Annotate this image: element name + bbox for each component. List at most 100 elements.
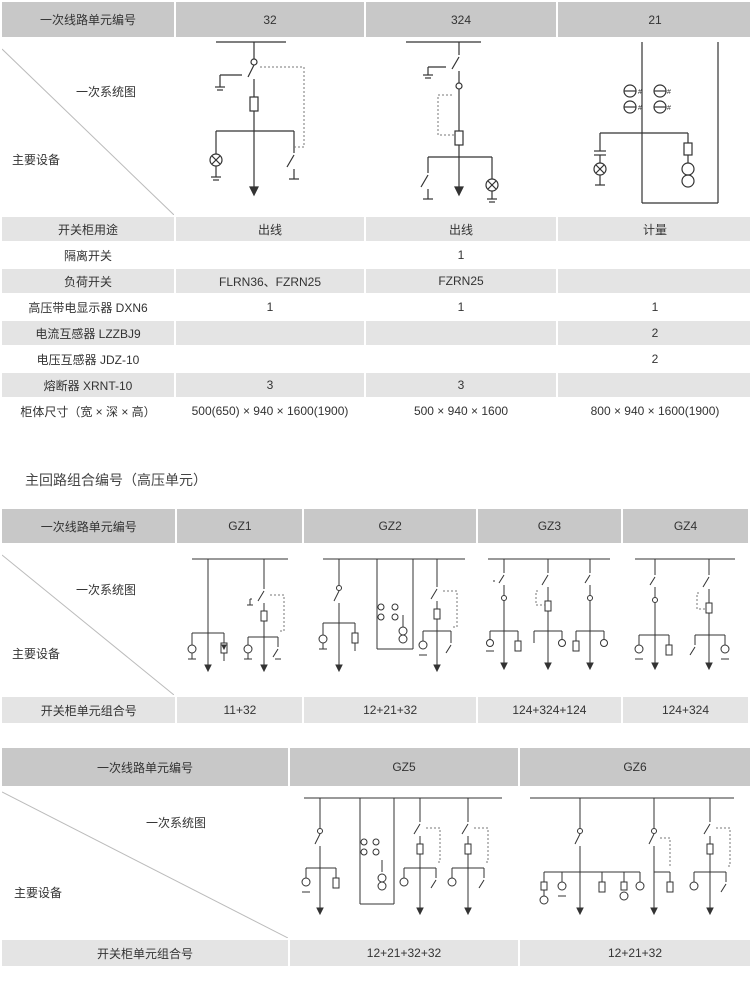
spec-value: 1 bbox=[558, 295, 750, 319]
table-combos-1: 一次线路单元编号 GZ1 GZ2 GZ3 GZ4 一次系统图 主要设备 bbox=[0, 507, 750, 725]
spec-label: 隔离开关 bbox=[2, 243, 174, 267]
diagonal-divider bbox=[2, 791, 288, 938]
equipment-label: 主要设备 bbox=[12, 153, 61, 167]
combo-value: 12+21+32 bbox=[520, 940, 750, 966]
diagram-equipment-label-cell: 一次系统图 主要设备 bbox=[2, 545, 176, 695]
combo-label: 开关柜单元组合号 bbox=[2, 940, 288, 966]
diagram-label: 一次系统图 bbox=[76, 583, 137, 597]
spec-label: 高压带电显示器 DXN6 bbox=[2, 295, 174, 319]
schematic-gz5 bbox=[290, 788, 518, 938]
schematic-32 bbox=[176, 39, 364, 215]
spec-value bbox=[366, 347, 556, 371]
spec-value: 500 × 940 × 1600 bbox=[366, 399, 556, 423]
schematic-diagram bbox=[209, 41, 305, 197]
combo-value: 124+324 bbox=[622, 697, 748, 723]
combo-value: 12+21+32 bbox=[304, 697, 476, 723]
unit-number: 32 bbox=[176, 2, 364, 37]
schematic-diagram bbox=[318, 558, 466, 673]
combos-table-1: 一次线路单元编号 GZ1 GZ2 GZ3 GZ4 一次系统图 主要设备 bbox=[0, 507, 750, 725]
spec-row: 电压互感器 JDZ-10 2 bbox=[2, 347, 750, 371]
svg-text:#: # bbox=[638, 105, 642, 112]
schematic-diagram bbox=[486, 558, 611, 671]
spec-row: 柜体尺寸（宽 × 深 × 高）500(650) × 940 × 1600(190… bbox=[2, 399, 750, 423]
diagonal-divider bbox=[2, 48, 174, 215]
spec-value bbox=[558, 373, 750, 397]
schematic-diagram bbox=[530, 797, 734, 916]
table-units-1: 一次线路单元编号 32 324 21 一次系统图 主要设备 bbox=[0, 0, 750, 425]
section-title: 主回路组合编号（高压单元） bbox=[25, 472, 207, 488]
combo-value: 12+21+32+32 bbox=[290, 940, 518, 966]
unit-number: GZ5 bbox=[290, 748, 518, 786]
diagram-equipment-label-cell: 一次系统图 主要设备 bbox=[2, 788, 288, 938]
spec-value: 1 bbox=[366, 295, 556, 319]
unit-number: GZ4 bbox=[622, 509, 748, 543]
spec-value: FZRN25 bbox=[366, 269, 556, 293]
spec-value bbox=[558, 269, 750, 293]
spec-label: 开关柜用途 bbox=[2, 217, 174, 241]
schematic-diagram bbox=[634, 558, 736, 671]
schematic-diagram: # # # # bbox=[593, 42, 719, 204]
header-label: 一次线路单元编号 bbox=[2, 748, 288, 786]
spec-label: 熔断器 XRNT-10 bbox=[2, 373, 174, 397]
spec-value: 3 bbox=[366, 373, 556, 397]
spec-row: 隔离开关 1 bbox=[2, 243, 750, 267]
combo-label: 开关柜单元组合号 bbox=[2, 697, 176, 723]
schematic-324 bbox=[366, 39, 556, 215]
combo-value: 11+32 bbox=[177, 697, 303, 723]
schematic-gz1 bbox=[177, 545, 303, 695]
unit-number: 21 bbox=[558, 2, 750, 37]
spec-value: 1 bbox=[176, 295, 364, 319]
spec-row: 电流互感器 LZZBJ9 2 bbox=[2, 321, 750, 345]
schematic-gz6 bbox=[520, 788, 750, 938]
svg-text:#: # bbox=[667, 89, 671, 96]
spec-value: 出线 bbox=[366, 217, 556, 241]
diagonal-divider bbox=[2, 554, 174, 695]
schematic-diagram bbox=[301, 797, 502, 916]
spec-value: 800 × 940 × 1600(1900) bbox=[558, 399, 750, 423]
schematic-gz3 bbox=[477, 545, 621, 695]
combo-value: 124+324+124 bbox=[477, 697, 621, 723]
header-label: 一次线路单元编号 bbox=[2, 509, 176, 543]
spec-label: 负荷开关 bbox=[2, 269, 174, 293]
spec-value: FLRN36、FZRN25 bbox=[176, 269, 364, 293]
spec-value: 1 bbox=[366, 243, 556, 267]
spec-value: 2 bbox=[558, 321, 750, 345]
spec-value bbox=[176, 347, 364, 371]
spec-label: 电流互感器 LZZBJ9 bbox=[2, 321, 174, 345]
diagram-label: 一次系统图 bbox=[76, 85, 137, 99]
schematic-gz4 bbox=[622, 545, 748, 695]
equipment-label: 主要设备 bbox=[14, 886, 63, 900]
svg-text:#: # bbox=[667, 105, 671, 112]
unit-number: GZ3 bbox=[477, 509, 621, 543]
unit-number: GZ6 bbox=[520, 748, 750, 786]
svg-text:#: # bbox=[638, 89, 642, 96]
spec-value: 3 bbox=[176, 373, 364, 397]
spec-value bbox=[558, 243, 750, 267]
schematic-diagram bbox=[406, 41, 499, 203]
equipment-label: 主要设备 bbox=[12, 647, 61, 661]
spec-row: 开关柜用途出线出线计量 bbox=[2, 217, 750, 241]
table-combos-2: 一次线路单元编号 GZ5 GZ6 一次系统图 主要设备 bbox=[0, 746, 750, 968]
spec-value bbox=[176, 321, 364, 345]
diagram-equipment-label-cell: 一次系统图 主要设备 bbox=[2, 39, 174, 215]
combos-table-2: 一次线路单元编号 GZ5 GZ6 一次系统图 主要设备 bbox=[0, 746, 750, 968]
unit-number: GZ2 bbox=[304, 509, 476, 543]
schematic-21: # # # # bbox=[558, 39, 750, 215]
unit-number: 324 bbox=[366, 2, 556, 37]
spec-value: 出线 bbox=[176, 217, 364, 241]
diagram-label: 一次系统图 bbox=[146, 816, 207, 830]
schematic-diagram bbox=[187, 558, 288, 673]
spec-value bbox=[176, 243, 364, 267]
spec-label: 电压互感器 JDZ-10 bbox=[2, 347, 174, 371]
header-label: 一次线路单元编号 bbox=[2, 2, 174, 37]
spec-value: 计量 bbox=[558, 217, 750, 241]
spec-value bbox=[366, 321, 556, 345]
spec-value: 500(650) × 940 × 1600(1900) bbox=[176, 399, 364, 423]
units-table-1: 一次线路单元编号 32 324 21 一次系统图 主要设备 bbox=[0, 0, 750, 425]
schematic-gz2 bbox=[304, 545, 476, 695]
spec-value: 2 bbox=[558, 347, 750, 371]
spec-label: 柜体尺寸（宽 × 深 × 高） bbox=[2, 399, 174, 423]
